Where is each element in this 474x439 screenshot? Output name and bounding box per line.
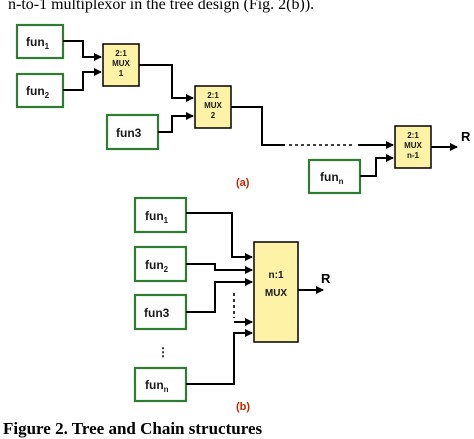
wire-fun3-muxn: [186, 278, 253, 313]
fun1-box-a: fun1: [15, 23, 65, 60]
mux1-line1: 2:1: [115, 49, 127, 58]
fun3-label-a: fun3: [116, 126, 142, 140]
fun1-label-b: fun1: [145, 209, 169, 225]
mux2-line3: 2: [211, 111, 216, 120]
mux1-a: 2:1 MUX 1: [102, 43, 140, 87]
funn-box-b: funn: [133, 366, 188, 403]
mux-n-1-a: 2:1 MUX n-1: [394, 125, 432, 169]
mux-n-line1: n:1: [269, 270, 284, 281]
mux2-a: 2:1 MUX 2: [194, 85, 232, 129]
ellipsis-b: ⋮: [157, 345, 169, 359]
fun3-box-b: fun3: [133, 293, 188, 331]
mux1-line2: MUX: [112, 59, 130, 68]
mux-n-b: n:1 MUX: [253, 241, 299, 343]
mux-n-1-line3: n-1: [407, 151, 420, 160]
mux2-line1: 2:1: [207, 91, 219, 100]
wire-fun2-mux1: [63, 68, 102, 91]
fun3-box-a: fun3: [105, 113, 160, 151]
mux-n-line2: MUX: [265, 288, 288, 299]
funn-label-b: funn: [145, 378, 169, 394]
figure-caption: Figure 2. Tree and Chain structures: [3, 419, 262, 438]
wire-mux1-mux2: [139, 64, 194, 102]
wire-fun3-mux2: [158, 112, 194, 133]
wire-funn-mux-n-1: [360, 154, 394, 177]
fun1-box-b: fun1: [133, 196, 188, 234]
mux2-line2: MUX: [204, 101, 222, 110]
panel-a-label: (a): [236, 177, 250, 189]
fun1-label-a: fun1: [26, 35, 50, 51]
output-r-b: R: [321, 271, 331, 286]
fun2-box-b: fun2: [133, 245, 188, 283]
wire-funn-muxn: [186, 329, 253, 385]
mux-n-1-line1: 2:1: [407, 131, 419, 140]
wire-fun2-muxn: [186, 263, 253, 274]
funn-label-a: funn: [320, 170, 344, 186]
fun2-label-a: fun2: [26, 84, 50, 100]
wire-mux2-out: [231, 106, 285, 146]
wire-fun1-muxn: [186, 212, 253, 261]
fun2-box-a: fun2: [15, 72, 65, 109]
panel-a: fun1 fun2 2:1 MUX 1 fun3 2:1 MUX 2 2: [15, 23, 471, 195]
fun2-label-b: fun2: [145, 258, 169, 274]
top-text: n-to-1 multiplexor in the tree design (F…: [8, 0, 314, 13]
panel-b: fun1 fun2 fun3 ⋮ funn n:1 MUX: [133, 196, 331, 413]
output-r-a: R: [461, 129, 471, 144]
mux-n-1-line2: MUX: [404, 141, 422, 150]
mux1-line3: 1: [119, 69, 124, 78]
panel-b-label: (b): [236, 401, 250, 413]
wire-fun1-mux1: [63, 40, 102, 61]
fun3-label-b: fun3: [144, 306, 170, 320]
funn-box-a: funn: [307, 158, 362, 195]
